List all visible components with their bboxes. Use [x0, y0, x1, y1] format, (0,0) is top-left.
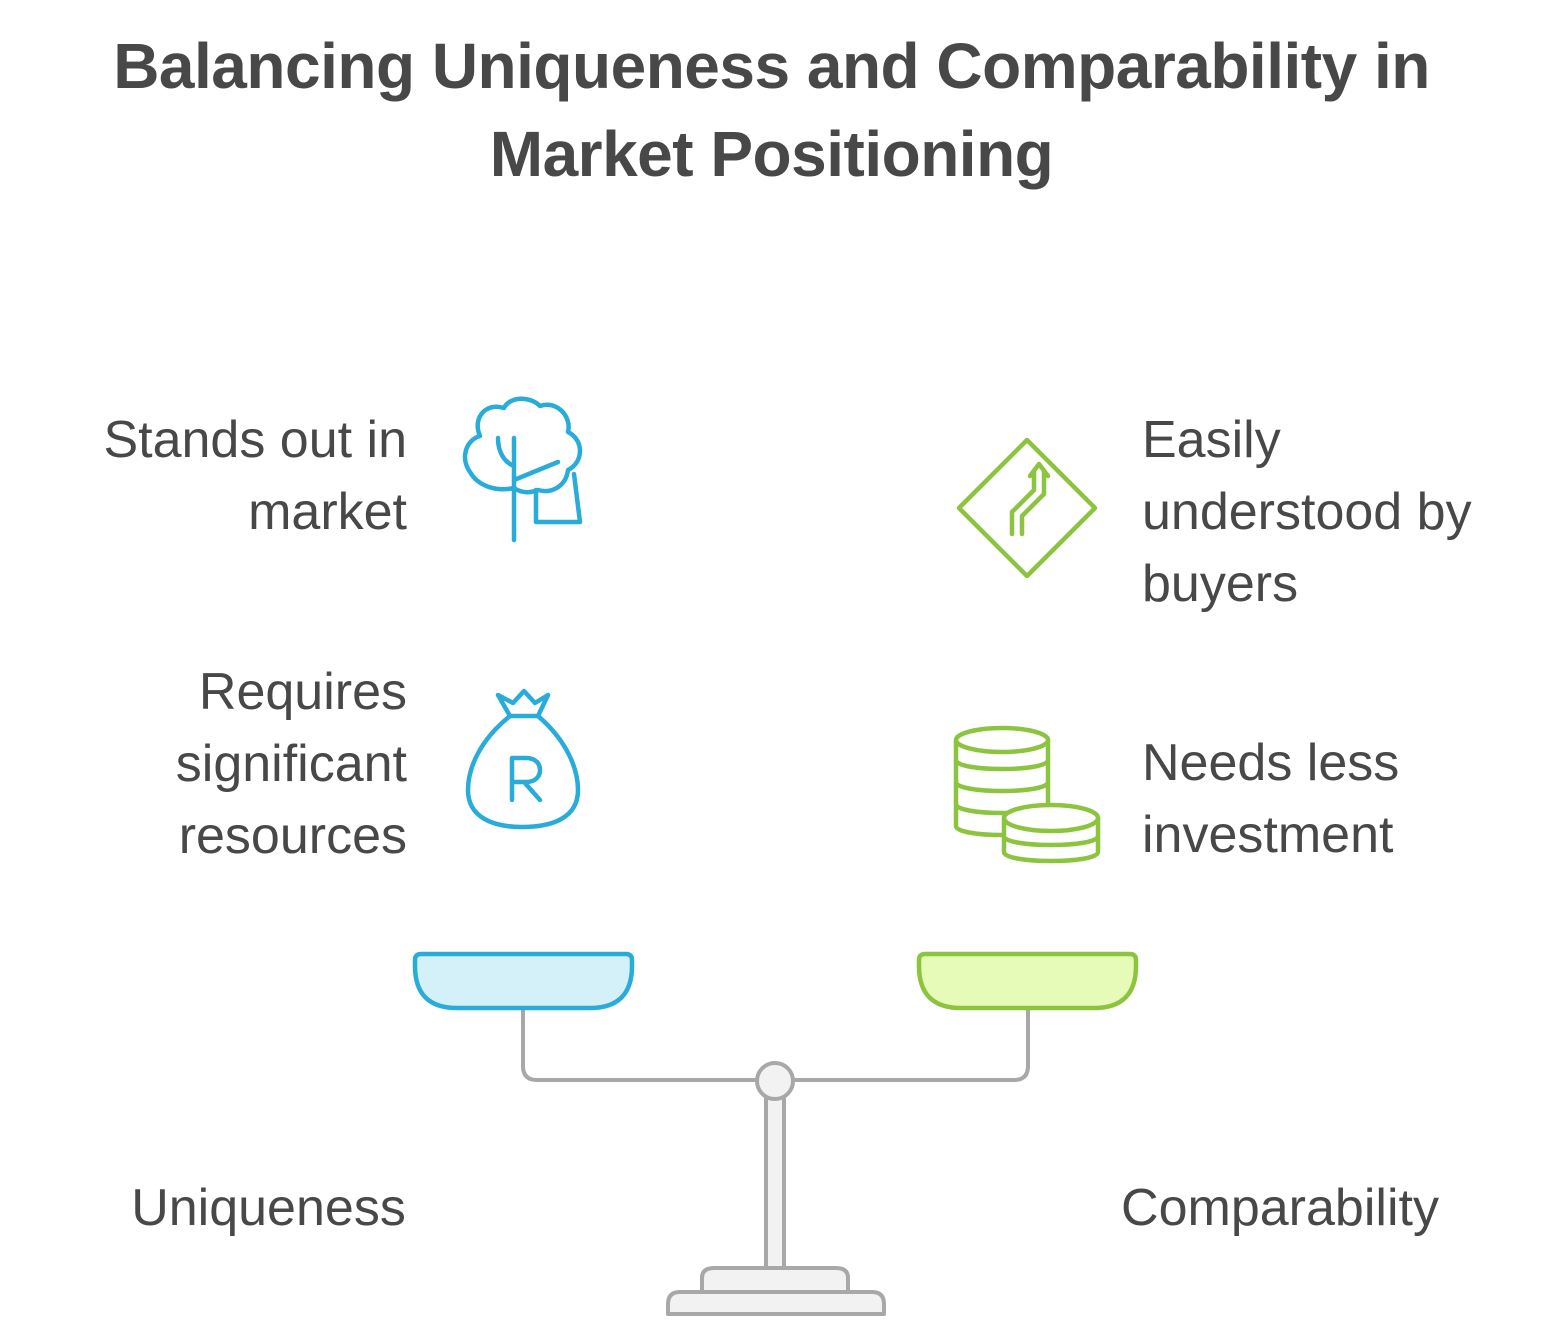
stands-out-text: Stands out in market — [0, 404, 407, 548]
stands-out-line-1: Stands out in — [103, 411, 407, 469]
requires-line-1: Requires — [198, 663, 407, 721]
scale-base-top — [700, 1266, 850, 1294]
easily-line-3: buyers — [1142, 555, 1299, 613]
title-line-2: Market Positioning — [489, 118, 1054, 190]
easily-line-2: understood by — [1142, 483, 1472, 541]
stands-out-line-2: market — [248, 483, 407, 541]
tree-icon — [462, 396, 583, 543]
needs-line-2: investment — [1142, 806, 1394, 864]
coin-stacks-icon — [953, 725, 1101, 864]
needs-less-investment-text: Needs less investment — [1142, 727, 1542, 871]
scale-post — [764, 1094, 786, 1270]
balance-scale — [521, 1010, 1030, 1316]
needs-line-1: Needs less — [1142, 734, 1400, 792]
title-line-1: Balancing Uniqueness and Comparability i… — [113, 30, 1430, 102]
easily-understood-text: Easily understood by buyers — [1142, 404, 1542, 620]
requires-line-2: significant — [175, 735, 407, 793]
scale-base-bottom — [666, 1290, 886, 1316]
scale-pivot — [755, 1061, 795, 1101]
comparability-pan — [916, 951, 1139, 1011]
easily-line-1: Easily — [1142, 411, 1281, 469]
uniqueness-label: Uniqueness — [131, 1179, 406, 1237]
requires-resources-text: Requires significant resources — [0, 656, 407, 872]
comparability-label: Comparability — [1121, 1179, 1439, 1237]
money-bag-icon — [465, 688, 581, 830]
uniqueness-pan — [412, 951, 635, 1011]
diagram-title: Balancing Uniqueness and Comparability i… — [0, 22, 1543, 198]
requires-line-3: resources — [178, 807, 407, 865]
winding-road-sign-icon — [956, 437, 1098, 579]
